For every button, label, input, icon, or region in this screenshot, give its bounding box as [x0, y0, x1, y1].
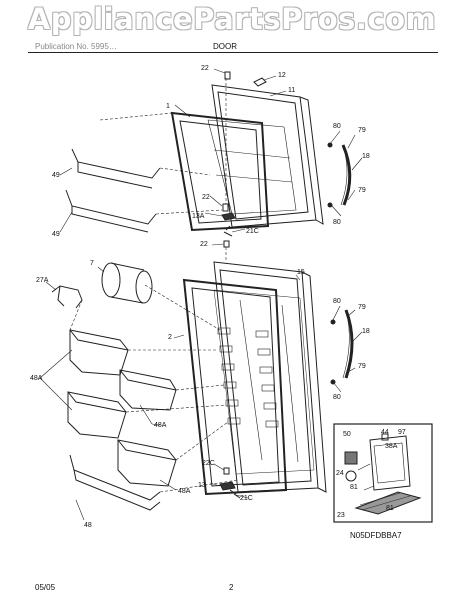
label-80-c: 80	[333, 298, 341, 305]
dairy-door-bracket	[51, 285, 83, 309]
label-48a-bottom: 48A	[178, 488, 191, 495]
header-rule	[28, 52, 438, 53]
label-22-low: 22	[200, 241, 208, 248]
diagram-code: N05DFDBBA7	[350, 531, 402, 540]
fresh-food-door-outer	[213, 261, 327, 493]
label-22c: 22C	[202, 460, 215, 467]
label-80-d: 80	[333, 394, 341, 401]
section-title: DOOR	[213, 42, 237, 51]
label-23: 23	[337, 512, 345, 519]
dashed-leader-lines	[69, 78, 239, 493]
label-18-top: 18	[362, 153, 370, 160]
label-15: 15	[297, 269, 305, 276]
label-12: 12	[278, 72, 286, 79]
part-labels: 1 2 11 12 13 13A 15 18 18 21C 21C 22 22 …	[30, 65, 406, 540]
door-bin-2	[119, 369, 177, 411]
footer-page-number: 2	[229, 583, 234, 592]
label-97: 97	[398, 429, 406, 436]
label-22-top: 22	[201, 65, 209, 72]
freezer-hinge-parts	[221, 71, 267, 248]
leader-lines	[39, 68, 363, 521]
door-bin-1	[69, 329, 129, 376]
label-49-bottom: 49	[52, 231, 60, 238]
dairy-compartment	[101, 262, 153, 304]
footer-date: 05/05	[35, 583, 56, 592]
label-48a-left: 48A	[30, 375, 43, 382]
fresh-food-door-gasket	[182, 278, 288, 496]
label-48: 48	[84, 522, 92, 529]
label-79-b: 79	[358, 187, 366, 194]
door-bin-4	[117, 439, 177, 487]
label-79-d: 79	[358, 363, 366, 370]
fresh-food-door-liner-shelves	[217, 299, 299, 463]
label-21c-top: 21C	[246, 228, 259, 235]
label-11: 11	[288, 87, 295, 94]
label-44: 44	[381, 429, 389, 436]
bottom-door-bar	[69, 454, 161, 511]
freezer-door-outer	[207, 84, 324, 228]
label-2: 2	[168, 334, 172, 341]
label-79-c: 79	[358, 304, 366, 311]
light-assembly-inset	[333, 423, 433, 523]
label-27a: 27A	[36, 277, 49, 284]
freezer-handle	[327, 142, 352, 208]
label-81-b: 81	[386, 505, 394, 512]
label-7: 7	[90, 260, 94, 267]
label-81-a: 81	[350, 484, 358, 491]
freezer-door-gasket	[170, 111, 270, 232]
fresh-food-handle	[330, 309, 354, 385]
label-24: 24	[336, 470, 344, 477]
fresh-food-hinge-parts	[219, 467, 241, 499]
label-1: 1	[166, 103, 170, 110]
label-13: 13	[198, 482, 206, 489]
label-38a: 38A	[385, 443, 398, 450]
label-13a: 13A	[192, 213, 205, 220]
freezer-shelf-bars	[65, 148, 161, 233]
door-bin-3	[67, 391, 127, 439]
label-79-a: 79	[358, 127, 366, 134]
label-49-top: 49	[52, 172, 60, 179]
label-22-mid: 22	[202, 194, 210, 201]
watermark-logo: AppliancePartsPros.com	[27, 2, 437, 36]
label-80-b: 80	[333, 219, 341, 226]
label-80-a: 80	[333, 123, 341, 130]
label-21c-bottom: 21C	[240, 495, 253, 502]
header-publication: Publication No. 5995…	[35, 42, 117, 51]
label-48a-mid: 48A	[154, 422, 167, 429]
label-50: 50	[343, 431, 351, 438]
label-18-bottom: 18	[362, 328, 370, 335]
